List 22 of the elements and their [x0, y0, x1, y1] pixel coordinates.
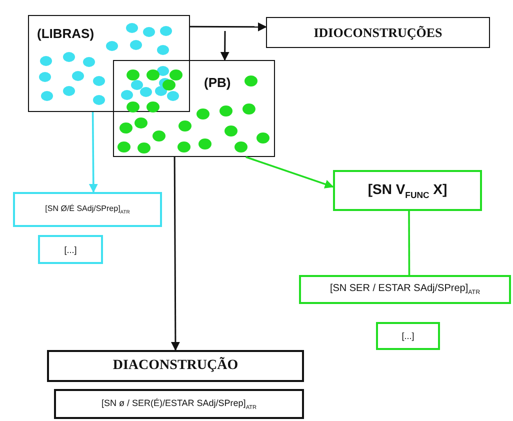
node-label: (PB) — [204, 75, 231, 90]
arrow — [190, 22, 267, 32]
node-label: DIACONSTRUÇÃO — [112, 358, 238, 374]
construction-box — [47, 350, 304, 382]
node-label: [SN SER / ESTAR SAdj/SPrep]$_{ATR}$ — [330, 283, 480, 296]
arrow — [246, 156, 334, 188]
node-label: [SN V$_{FUNC}$ X] — [368, 181, 448, 200]
construction-box — [333, 170, 482, 211]
node-label: (LIBRAS) — [37, 26, 94, 41]
node-label: [SN ø / SER(É)/ESTAR SAdj/SPrep]$_{ATR}$ — [101, 398, 257, 410]
node-label: IDIOCONSTRUÇÕES — [314, 24, 442, 40]
arrow — [170, 157, 180, 351]
construction-box — [376, 322, 440, 350]
construction-box — [266, 17, 490, 48]
arrow — [220, 31, 230, 61]
node-label: [...] — [64, 244, 77, 254]
construction-box — [299, 275, 511, 304]
construction-box — [54, 389, 304, 419]
construction-box — [38, 235, 103, 264]
construction-box — [13, 192, 162, 227]
arrow — [88, 112, 98, 193]
node-label: [...] — [402, 331, 414, 341]
